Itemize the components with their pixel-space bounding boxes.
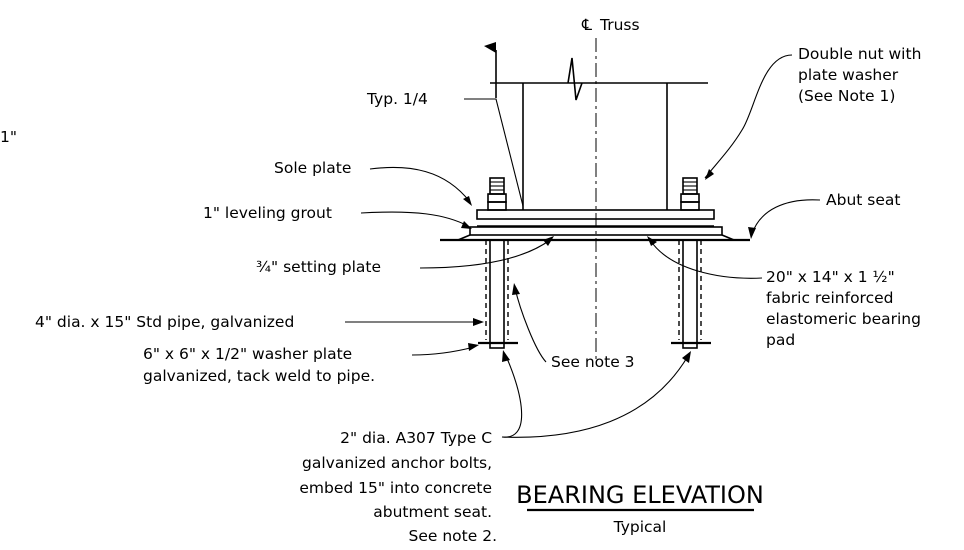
leveling-grout-leader bbox=[360, 211, 469, 227]
see-note-3-label: See note 3 bbox=[551, 353, 635, 371]
centerline-label: Truss bbox=[599, 16, 640, 34]
anchor-bolt-right bbox=[671, 177, 711, 349]
centerline-symbol: ℄ bbox=[581, 16, 592, 34]
typ-weld-leader bbox=[464, 98, 524, 207]
leveling-grout-label: 1" leveling grout bbox=[203, 204, 332, 222]
sole-plate bbox=[476, 209, 715, 220]
double-nut-leader bbox=[704, 54, 793, 179]
std-pipe-label: 4" dia. x 15" Std pipe, galvanized bbox=[35, 313, 294, 331]
see-note-3-arrowhead bbox=[512, 283, 520, 295]
weld-flag-icon bbox=[484, 42, 496, 53]
anchor-bolts-arrowhead-right bbox=[682, 351, 691, 363]
grout-bevel-right bbox=[721, 234, 735, 241]
bearing-pad-label: 20" x 14" x 1 ½" fabric reinforced elast… bbox=[766, 268, 926, 349]
double-nut-arrowhead bbox=[705, 169, 714, 180]
setting-plate-label: ¾" setting plate bbox=[256, 258, 381, 276]
anchor-bolts-leader-right bbox=[501, 355, 689, 438]
drawing-subtitle: Typical bbox=[613, 518, 667, 536]
stray-dimension-mark: 1" bbox=[0, 128, 17, 146]
anchor-bolts-arrowhead-left bbox=[502, 350, 510, 362]
anchor-bolts-label: 2" dia. A307 Type C galvanized anchor bo… bbox=[299, 429, 497, 545]
sole-plate-arrowhead bbox=[463, 196, 472, 206]
setting-plate-arrowhead bbox=[543, 236, 554, 246]
sole-plate-label: Sole plate bbox=[274, 159, 351, 177]
break-line-symbol bbox=[567, 57, 583, 101]
see-note-3-leader bbox=[514, 287, 547, 363]
anchor-bolts-leader-left bbox=[501, 355, 523, 438]
setting-plate-leader bbox=[419, 239, 551, 269]
washer-plate-leader bbox=[411, 346, 475, 356]
anchor-bolt-left bbox=[478, 177, 518, 349]
drawing-title: BEARING ELEVATION bbox=[516, 481, 764, 509]
abut-seat-label: Abut seat bbox=[826, 191, 900, 209]
washer-plate-arrowhead bbox=[468, 343, 479, 351]
washer-plate-label: 6" x 6" x 1/2" washer plate galvanized, … bbox=[143, 345, 375, 385]
abut-seat-arrowhead bbox=[748, 227, 756, 239]
setting-plate bbox=[469, 226, 723, 236]
typ-weld-label: Typ. 1/4 bbox=[366, 90, 428, 108]
leveling-grout-arrowhead bbox=[461, 221, 472, 229]
bearing-pad-arrowhead bbox=[647, 236, 657, 246]
bearing-pad-leader bbox=[649, 239, 763, 279]
double-nut-label: Double nut with plate washer (See Note 1… bbox=[798, 45, 926, 105]
sole-plate-leader bbox=[369, 166, 471, 203]
grout-bevel-left bbox=[457, 234, 471, 241]
std-pipe-arrowhead bbox=[473, 318, 484, 326]
abut-seat-leader bbox=[751, 199, 821, 235]
